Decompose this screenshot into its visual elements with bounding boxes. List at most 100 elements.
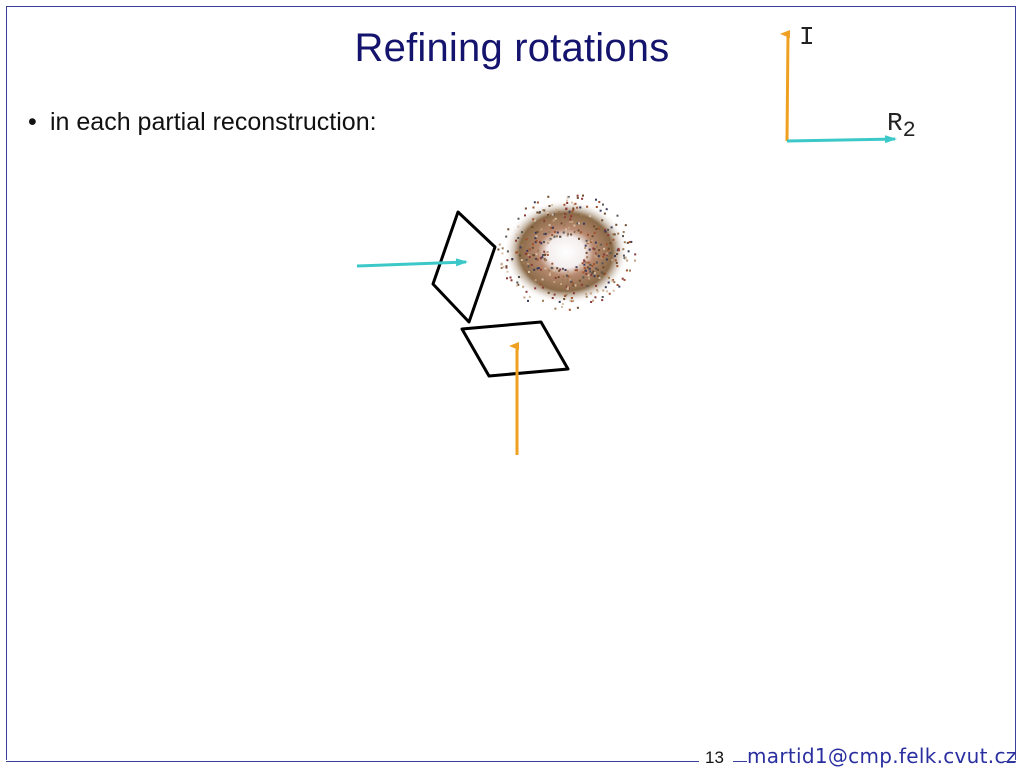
point-cloud-speckle (615, 223, 618, 226)
point-cloud-speckle (547, 291, 550, 294)
footer-rule-right (1004, 761, 1016, 762)
point-cloud-speckle (584, 269, 587, 272)
slide-frame (6, 6, 1016, 760)
point-cloud-speckle (539, 211, 541, 214)
point-cloud-speckle (527, 265, 530, 268)
point-cloud-speckle (576, 194, 579, 197)
point-cloud-speckle (536, 211, 539, 214)
point-cloud-speckle (578, 279, 581, 282)
point-cloud-speckle (560, 222, 563, 225)
footer-rule-left (6, 761, 699, 762)
point-cloud-speckle (532, 218, 535, 221)
point-cloud-speckle (524, 207, 527, 210)
point-cloud-speckle (528, 271, 530, 273)
point-cloud-speckle (543, 258, 546, 261)
point-cloud-speckle (623, 279, 626, 281)
point-cloud-speckle (547, 241, 550, 244)
point-cloud-speckle (586, 205, 589, 208)
point-cloud-speckle (540, 242, 543, 245)
point-cloud-speckle (521, 231, 523, 234)
point-cloud-speckle (532, 243, 534, 246)
point-cloud-speckle (592, 270, 595, 273)
point-cloud-speckle (517, 217, 520, 220)
point-cloud-speckle (551, 233, 554, 236)
point-cloud-speckle (634, 253, 637, 256)
point-cloud-speckle (610, 226, 613, 229)
point-cloud-speckle (576, 222, 579, 225)
point-cloud-speckle (553, 269, 555, 272)
horizontal-axis-letter: R (887, 108, 903, 138)
point-cloud-speckle (572, 292, 575, 295)
point-cloud-speckle (604, 272, 606, 275)
point-cloud-speckle (571, 220, 574, 223)
point-cloud-speckle (582, 271, 585, 274)
point-cloud-speckle (569, 218, 572, 221)
point-cloud-speckle (543, 254, 546, 256)
horizontal-axis-arrow (786, 135, 897, 144)
point-cloud-speckle (608, 249, 611, 252)
point-cloud-speckle (618, 249, 620, 252)
point-cloud-speckle (592, 299, 594, 302)
point-cloud-speckle (578, 222, 580, 225)
point-cloud-speckle (581, 262, 584, 265)
point-cloud-speckle (580, 283, 583, 286)
point-cloud-speckle (510, 279, 513, 282)
point-cloud-speckle (585, 239, 588, 242)
point-cloud-speckle (597, 227, 600, 230)
point-cloud-speckle (566, 274, 568, 277)
point-cloud-speckle (611, 279, 614, 282)
point-cloud-speckle (532, 254, 535, 257)
point-cloud-speckle (518, 276, 520, 278)
point-cloud-speckle (572, 207, 575, 210)
point-cloud-speckle (600, 237, 603, 240)
point-cloud-speckle (537, 267, 540, 270)
bullet-item: •in each partial reconstruction: (28, 108, 377, 137)
point-cloud-speckle (567, 232, 569, 235)
point-cloud-speckle (501, 247, 504, 250)
point-cloud-speckle (551, 297, 554, 299)
point-cloud-speckle (609, 242, 612, 245)
point-cloud-speckle (500, 263, 503, 266)
point-cloud-speckle (570, 300, 573, 303)
point-cloud-speckle (548, 273, 551, 276)
point-cloud-speckle (600, 271, 603, 274)
point-cloud-speckle (585, 293, 588, 296)
point-cloud-speckle (539, 268, 542, 271)
point-cloud-speckle (602, 272, 605, 275)
point-cloud-speckle (612, 233, 615, 236)
point-cloud-speckle (595, 206, 598, 208)
point-cloud-speckle (607, 281, 610, 284)
point-cloud-speckle (524, 214, 526, 217)
point-cloud-speckle (566, 287, 569, 290)
point-cloud-speckle (534, 237, 537, 240)
point-cloud-speckle (535, 253, 538, 256)
point-cloud-speckle (539, 256, 542, 259)
point-cloud-speckle (561, 306, 563, 308)
point-cloud-speckle (616, 214, 619, 217)
point-cloud-speckle (528, 295, 531, 298)
point-cloud-speckle (576, 306, 579, 309)
point-cloud-speckle (541, 278, 544, 281)
point-cloud-speckle (598, 276, 601, 279)
point-cloud-speckle (526, 249, 529, 252)
point-cloud-speckle (596, 276, 598, 279)
point-cloud-speckle (554, 276, 557, 279)
point-cloud-speckle (602, 203, 604, 206)
point-cloud-speckle (595, 246, 598, 248)
point-cloud-speckle (604, 286, 607, 289)
point-cloud-speckle (577, 229, 580, 232)
horizontal-axis-label: R2 (887, 108, 916, 143)
point-cloud-speckle (595, 261, 598, 264)
point-cloud-speckle (626, 241, 629, 244)
point-cloud-speckle (583, 214, 586, 217)
point-cloud-speckle (582, 194, 584, 197)
point-cloud-speckle (593, 275, 596, 278)
point-cloud-speckle (518, 254, 521, 257)
point-cloud-speckle (551, 213, 554, 216)
point-cloud-speckle (566, 202, 569, 204)
point-cloud-speckle (536, 231, 539, 234)
point-cloud-speckle (612, 289, 615, 292)
point-cloud-speckle (596, 289, 599, 291)
point-cloud-speckle (623, 256, 626, 259)
point-cloud-speckle (564, 269, 567, 271)
